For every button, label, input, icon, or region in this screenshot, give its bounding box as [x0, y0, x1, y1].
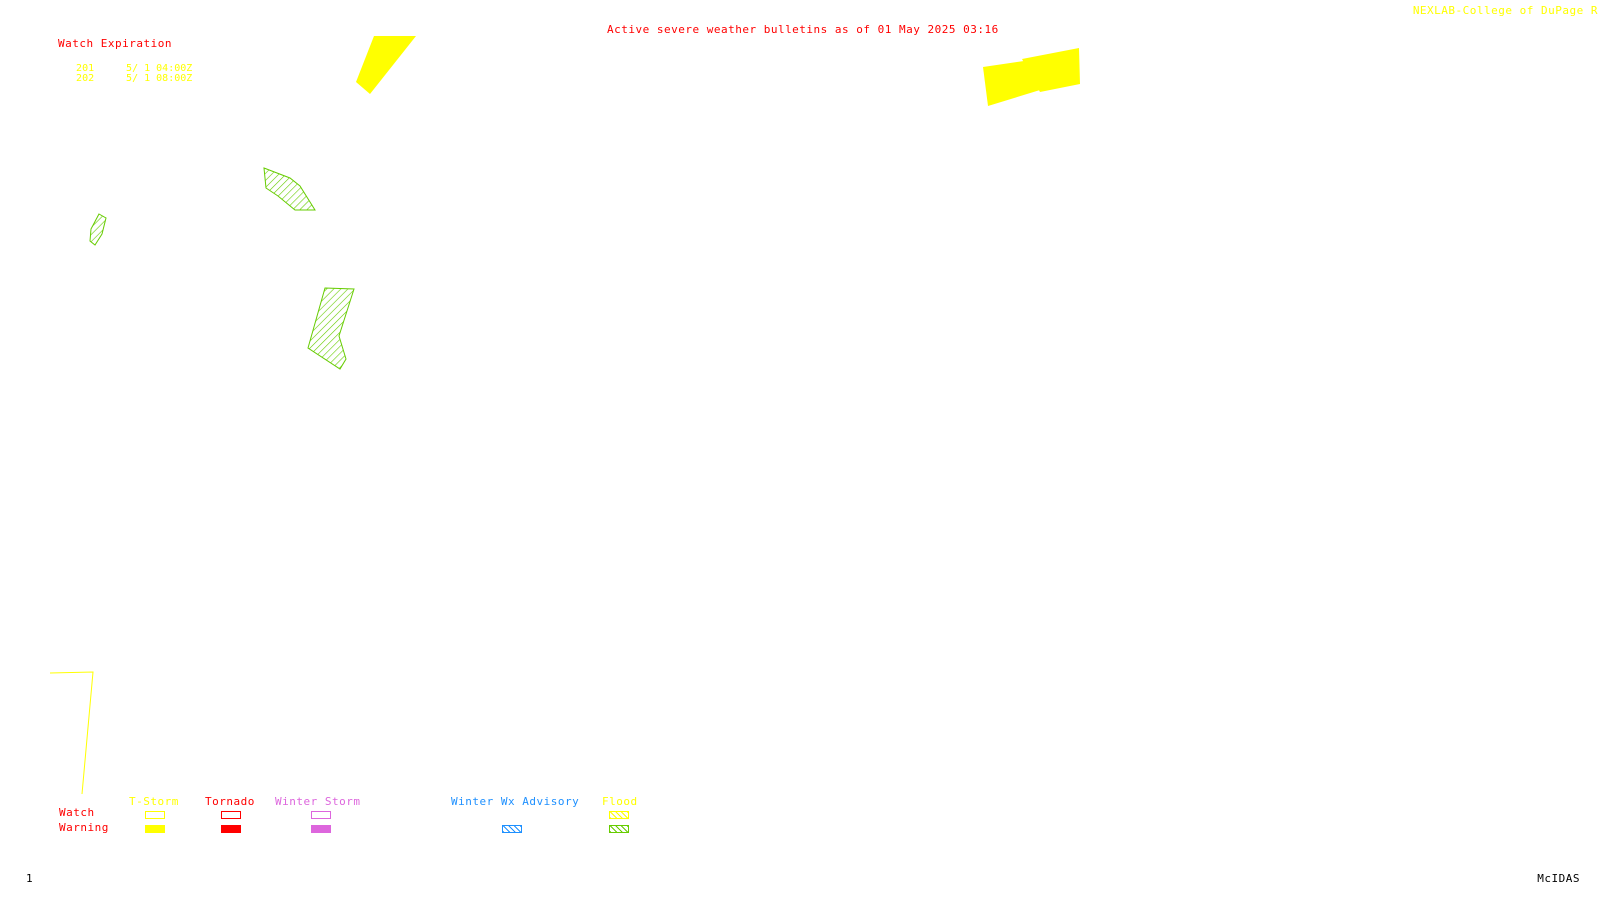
legend-tstorm-label: T-Storm — [129, 795, 179, 808]
legend-tornado-label: Tornado — [205, 795, 255, 808]
tstorm-watch-polygon — [983, 61, 1040, 106]
watch-expiry-time: 5/ 1 04:00Z — [126, 63, 193, 74]
winter-wx-advisory-swatch — [502, 825, 522, 833]
legend-watch-row-label: Watch — [59, 806, 95, 819]
flood-warning-swatch — [609, 825, 629, 833]
tstorm-watch-swatch — [145, 811, 165, 819]
flood-warning-polygon — [89, 213, 107, 246]
flood-warning-polygon — [263, 167, 316, 211]
winter-storm-warning-swatch — [311, 825, 331, 833]
watch-id: 202 — [76, 73, 95, 84]
tstorm-watch-polygon — [1022, 48, 1080, 92]
flood-warning-polygon — [307, 287, 355, 370]
watch-expiration-heading: Watch Expiration — [58, 37, 172, 50]
watch-expiry-time: 5/ 1 08:00Z — [126, 73, 193, 84]
legend-winter-wx-advisory-label: Winter Wx Advisory — [451, 795, 580, 808]
tornado-watch-swatch — [221, 811, 241, 819]
legend-winter-storm-label: Winter Storm — [275, 795, 361, 808]
software-label: McIDAS — [1537, 872, 1580, 885]
flood-watch-swatch — [609, 811, 629, 819]
watch-expiration-row: 202 5/ 1 08:00Z — [64, 64, 192, 84]
legend-flood-label: Flood — [602, 795, 638, 808]
credit-label: NEXLAB-College of DuPage R — [1412, 4, 1598, 17]
watch-expiration-row: 201 5/ 1 04:00Z — [64, 54, 192, 74]
page-title: Active severe weather bulletins as of 01… — [607, 23, 999, 36]
legend-warning-row-label: Warning — [59, 821, 109, 834]
tstorm-watch-polygon — [356, 36, 416, 94]
frame-number: 1 — [26, 872, 34, 885]
watch-id: 201 — [76, 63, 95, 74]
winter-storm-watch-swatch — [311, 811, 331, 819]
tstorm-warning-swatch — [145, 825, 165, 833]
tornado-warning-swatch — [221, 825, 241, 833]
boundary-line — [49, 671, 94, 795]
